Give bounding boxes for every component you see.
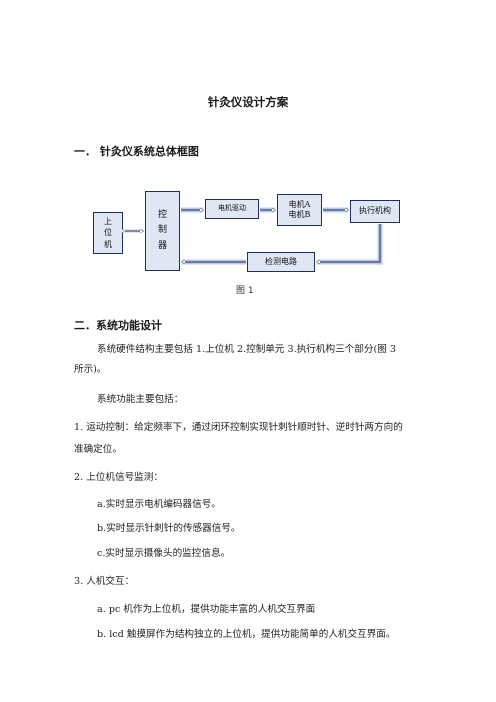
controller-block: 控 制 器 bbox=[145, 191, 180, 271]
paragraph-2: 系统功能主要包括： bbox=[97, 394, 184, 405]
host-char: 位 bbox=[104, 228, 112, 238]
list-item-3: 3. 人机交互： bbox=[74, 576, 135, 587]
host-char: 机 bbox=[104, 239, 112, 249]
section-1-heading: 一． 针灸仪系统总体框图 bbox=[74, 145, 199, 158]
motor-driver-block: 电机驱动 bbox=[205, 199, 259, 219]
list-item-1-line-2: 准确定位。 bbox=[74, 444, 122, 455]
list-item-1-line-1: 1. 运动控制：给定频率下，通过闭环控制实现针刺针顺时针、逆时针两方向的 bbox=[74, 422, 403, 433]
list-item-3a: a. pc 机作为上位机，提供功能丰富的人机交互界面 bbox=[97, 604, 316, 615]
actuator-block: 执行机构 bbox=[350, 200, 400, 223]
motor-a-label: 电机A bbox=[288, 199, 311, 209]
controller-char: 器 bbox=[157, 240, 167, 251]
list-item-2c: c.实时显示摄像头的监控信息。 bbox=[97, 548, 231, 559]
host-char: 上 bbox=[104, 216, 112, 226]
paragraph-1-line-2: 所示)。 bbox=[74, 364, 107, 375]
controller-char: 控 bbox=[157, 210, 167, 221]
actuator-label: 执行机构 bbox=[359, 206, 391, 216]
section-2-heading: 二．系统功能设计 bbox=[74, 319, 162, 332]
list-item-2b: b.实时显示针刺针的传感器信号。 bbox=[97, 523, 241, 534]
list-item-2a: a.实时显示电机编码器信号。 bbox=[97, 499, 221, 510]
list-item-2: 2. 上位机信号监测： bbox=[74, 472, 163, 483]
host-computer-block: 上 位 机 bbox=[93, 212, 123, 254]
detection-circuit-label: 检测电路 bbox=[265, 256, 297, 266]
motor-driver-label: 电机驱动 bbox=[218, 204, 246, 213]
list-item-3b: b. lcd 触摸屏作为结构独立的上位机，提供功能简单的人机交互界面。 bbox=[97, 629, 396, 640]
figure-caption: 图 1 bbox=[236, 286, 254, 296]
actuator-detection-arrow bbox=[317, 224, 383, 265]
detection-circuit-block: 检测电路 bbox=[247, 252, 315, 272]
document-title: 针灸仪设计方案 bbox=[207, 95, 289, 109]
motor-b-label: 电机B bbox=[288, 210, 311, 219]
paragraph-1-line-1: 系统硬件结构主要包括 1.上位机 2.控制单元 3.执行机构三个部分(图 3 bbox=[97, 344, 396, 355]
motor-ab-block: 电机A 电机B bbox=[277, 194, 322, 226]
controller-char: 制 bbox=[157, 225, 167, 236]
